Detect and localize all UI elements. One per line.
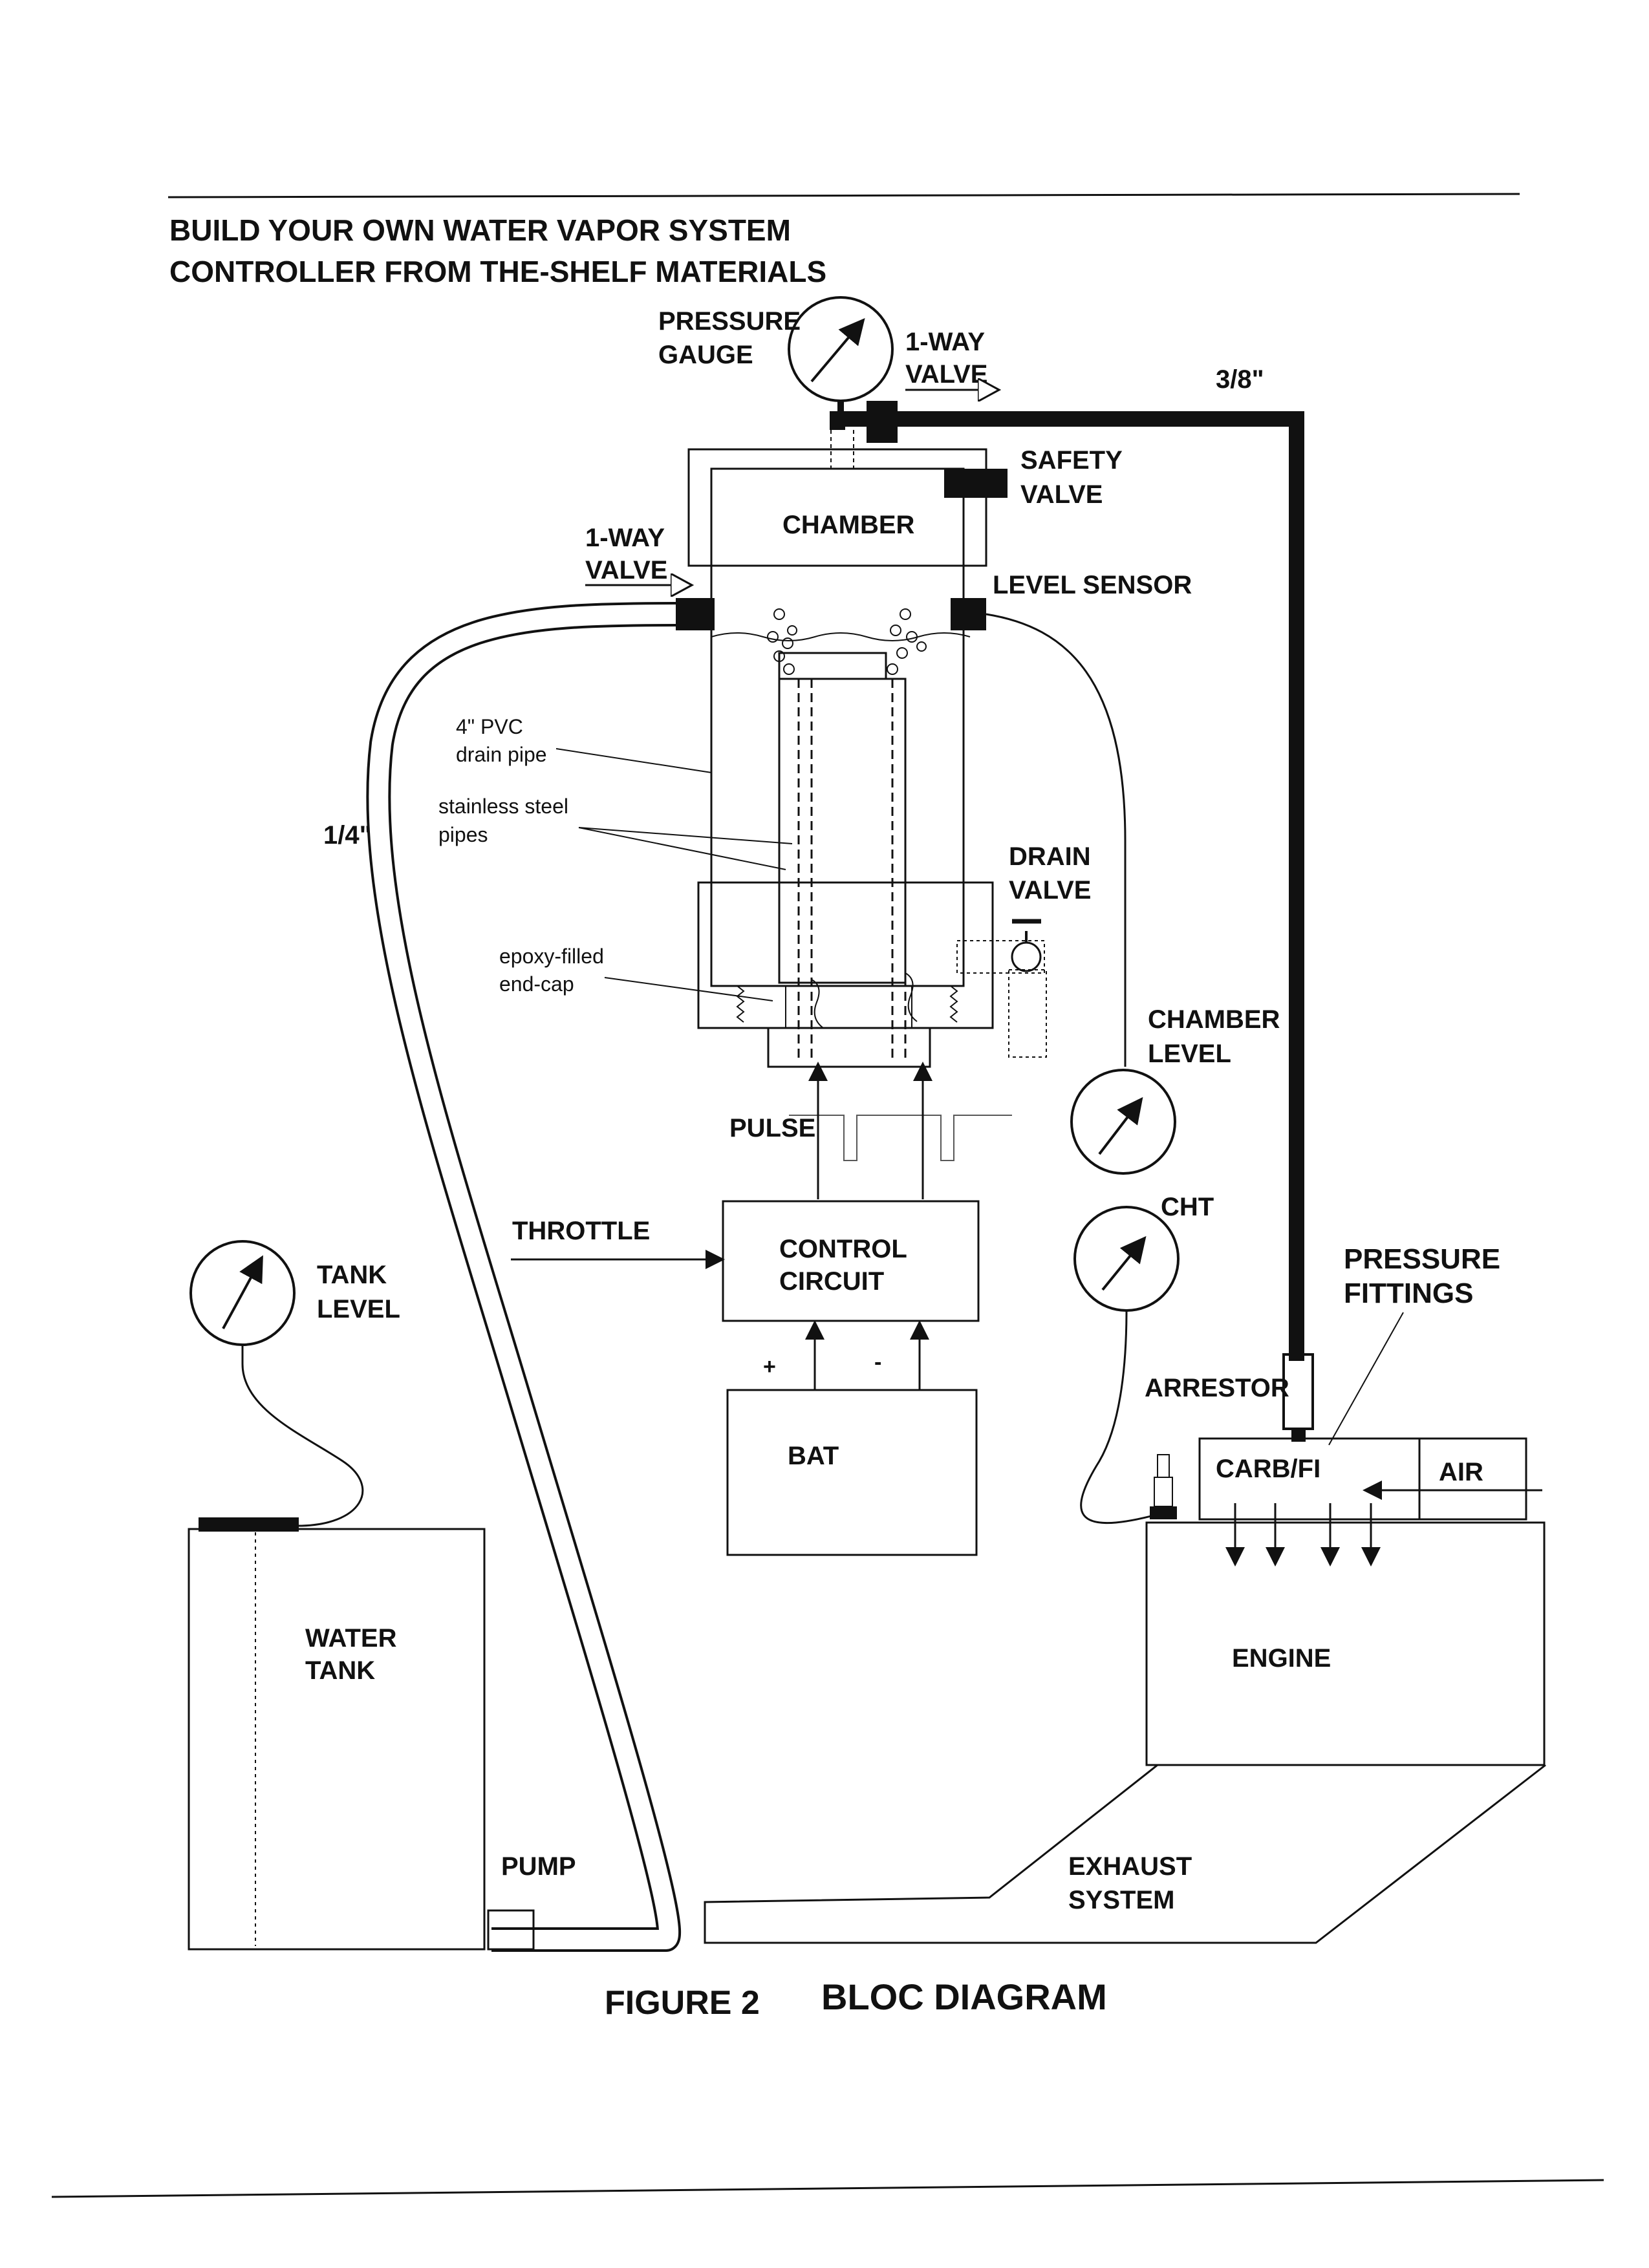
one-quarter-label: 1/4" [323, 821, 372, 850]
control-circuit [722, 1200, 980, 1322]
one-way-valve-left-label-1: 1-WAY [585, 524, 665, 552]
pressure-fittings-label-2: FITTINGS [1344, 1278, 1473, 1309]
tank-level-gauge [189, 1240, 296, 1346]
battery-label: BAT [788, 1442, 839, 1470]
pulse-label: PULSE [729, 1114, 815, 1142]
pressure-gauge-label-1: PRESSURE [658, 307, 801, 336]
carb-fi [1198, 1437, 1527, 1521]
tank-level-label-2: LEVEL [317, 1295, 400, 1323]
one-way-valve-left-label-2: VALVE [585, 556, 667, 584]
pvc-leader [555, 748, 712, 773]
chamber-label: CHAMBER [782, 511, 915, 539]
safety-valve-label-2: VALVE [1020, 480, 1103, 509]
figure-title: BLOC DIAGRAM [821, 1976, 1107, 2017]
pulse-waveform [789, 1115, 1012, 1161]
figure-number: FIGURE 2 [605, 1984, 760, 2022]
end-cap-assembly [697, 881, 994, 1068]
cht-wire [1080, 1310, 1152, 1524]
chamber-level-gauge [1070, 1069, 1176, 1175]
control-circuit-label-1: CONTROL [779, 1235, 907, 1263]
drain-valve-label-2: VALVE [1009, 876, 1091, 904]
drain-valve [956, 919, 1047, 1058]
cht-gauge [1073, 1206, 1180, 1312]
exhaust-label-2: SYSTEM [1068, 1886, 1174, 1914]
engine [1145, 1521, 1546, 1766]
pvc-label-1: 4" PVC [456, 715, 523, 738]
pressure-fittings-leader [1328, 1312, 1404, 1446]
chamber-level-label-2: LEVEL [1148, 1040, 1231, 1068]
tank-level-wire [241, 1345, 364, 1527]
steel-label-2: pipes [438, 823, 488, 846]
one-way-valve-top-label-1: 1-WAY [905, 328, 985, 356]
arrestor-label: ARRESTOR [1145, 1374, 1289, 1402]
header-line-1: BUILD YOUR OWN WATER VAPOR SYSTEM [169, 213, 791, 247]
quarter-inch-hose-bore [369, 604, 679, 1950]
epoxy-label-1: epoxy-filled [499, 945, 604, 968]
header-line-2: CONTROLLER FROM THE-SHELF MATERIALS [169, 255, 826, 288]
water-tank-label-2: TANK [305, 1656, 375, 1685]
level-sensor [951, 598, 986, 630]
steel-label-1: stainless steel [438, 795, 568, 818]
exhaust-system [704, 1764, 1546, 1944]
battery [726, 1389, 978, 1556]
engine-label: ENGINE [1232, 1644, 1331, 1673]
water-tank-cap [199, 1517, 299, 1532]
steel-leader-1 [578, 827, 786, 870]
header-rule [167, 193, 1520, 198]
footer-rule [51, 2179, 1604, 2198]
epoxy-label-2: end-cap [499, 972, 574, 996]
chamber-level-label-1: CHAMBER [1148, 1005, 1280, 1034]
air-label: AIR [1439, 1458, 1483, 1486]
cht-sensor [1150, 1454, 1177, 1519]
three-eighths-pipe [830, 411, 1304, 1361]
pressure-gauge-label-2: GAUGE [658, 341, 753, 369]
safety-valve [944, 469, 1008, 498]
epoxy-leader [604, 977, 773, 1001]
level-sensor-label: LEVEL SENSOR [993, 571, 1192, 599]
steel-leader-2 [578, 827, 793, 844]
throttle-label: THROTTLE [512, 1217, 650, 1245]
safety-valve-label-1: SAFETY [1020, 446, 1123, 475]
carb-fi-label: CARB/FI [1216, 1455, 1320, 1483]
tank-level-label-1: TANK [317, 1261, 387, 1289]
cht-label: CHT [1161, 1193, 1214, 1221]
pump-label: PUMP [501, 1852, 576, 1881]
level-sensor-wire [986, 613, 1126, 1067]
one-way-valve-left [676, 598, 715, 630]
pressure-fittings-label-1: PRESSURE [1344, 1243, 1500, 1275]
plus-label: + [763, 1354, 776, 1379]
drain-valve-label-1: DRAIN [1009, 842, 1091, 871]
control-circuit-label-2: CIRCUIT [779, 1267, 884, 1296]
pump [487, 1909, 535, 1951]
water-tank-label-1: WATER [305, 1624, 397, 1653]
pvc-label-2: drain pipe [456, 743, 547, 766]
one-way-valve-top-label-2: VALVE [905, 360, 987, 389]
minus-label: - [874, 1350, 881, 1375]
chamber [687, 430, 987, 1060]
exhaust-label-1: EXHAUST [1068, 1852, 1192, 1881]
water-tank [188, 1528, 486, 1951]
three-eighths-label: 3/8" [1216, 365, 1264, 394]
